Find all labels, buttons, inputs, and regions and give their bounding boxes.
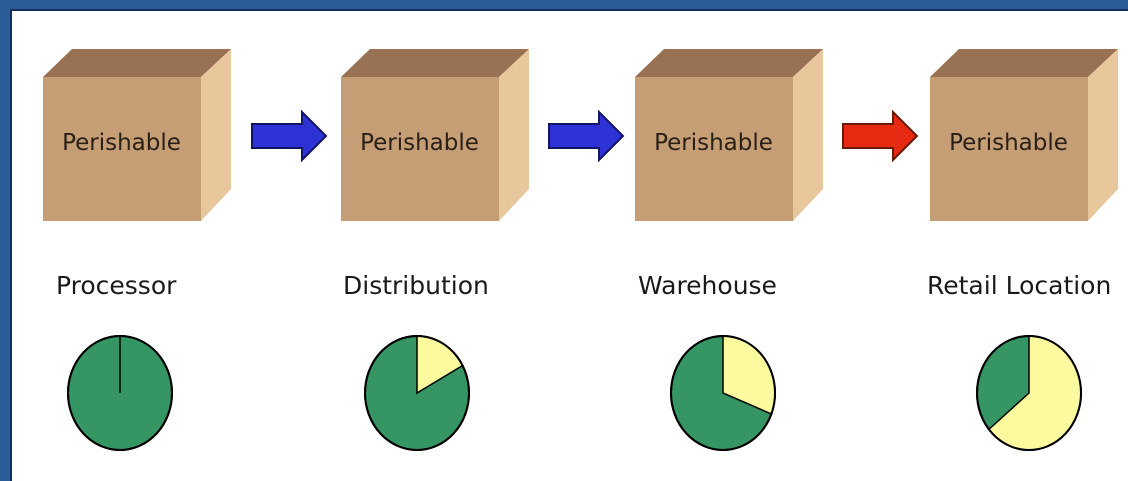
spoilage-pie bbox=[670, 335, 776, 451]
perishable-box: Perishable bbox=[341, 47, 533, 221]
box-label: Perishable bbox=[654, 130, 773, 156]
box-label: Perishable bbox=[360, 130, 479, 156]
spoilage-pie bbox=[976, 335, 1082, 451]
box-label: Perishable bbox=[949, 130, 1068, 156]
right-arrow-icon bbox=[842, 110, 919, 162]
box-icon bbox=[341, 49, 529, 221]
diagram-panel: Perishable Perishable Perishable bbox=[10, 9, 1128, 481]
right-arrow-icon bbox=[548, 110, 625, 162]
stage-label-retail-location: Retail Location bbox=[927, 271, 1112, 300]
pie-outline bbox=[670, 335, 776, 451]
spoilage-pie bbox=[364, 335, 470, 451]
box-icon bbox=[43, 49, 231, 221]
perishable-box: Perishable bbox=[43, 47, 235, 221]
box-icon bbox=[635, 49, 823, 221]
stage-label-warehouse: Warehouse bbox=[638, 271, 777, 300]
box-icon bbox=[930, 49, 1118, 221]
box-label: Perishable bbox=[62, 130, 181, 156]
right-arrow-icon bbox=[251, 110, 328, 162]
pie-outline bbox=[67, 335, 173, 451]
stage-label-processor: Processor bbox=[56, 271, 177, 300]
pie-outline bbox=[976, 335, 1082, 451]
perishable-box: Perishable bbox=[930, 47, 1122, 221]
spoilage-pie bbox=[67, 335, 173, 451]
pie-outline bbox=[364, 335, 470, 451]
perishable-box: Perishable bbox=[635, 47, 827, 221]
stage-label-distribution: Distribution bbox=[343, 271, 489, 300]
